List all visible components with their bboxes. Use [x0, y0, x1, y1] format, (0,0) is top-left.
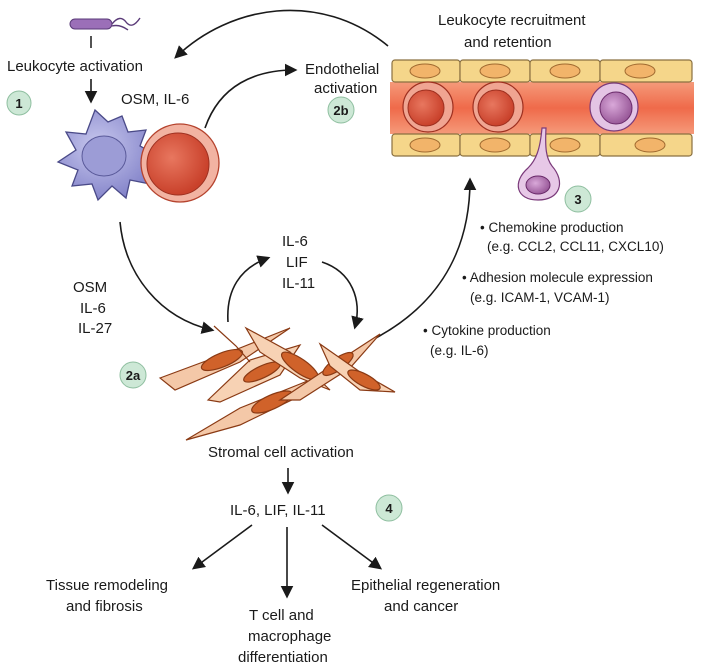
label-loop-il6: IL-6: [282, 233, 308, 250]
outcome-tissue-2: and fibrosis: [66, 598, 143, 615]
svg-text:1: 1: [15, 96, 22, 111]
blood-vessel-icon: [390, 59, 694, 157]
outcome-tcell-1: T cell and: [249, 607, 314, 624]
arrow-to-endothelial: [204, 63, 298, 129]
label-loop-lif: LIF: [286, 254, 308, 271]
bacterium-icon: [69, 17, 141, 48]
outcome-epithelial-2: and cancer: [384, 598, 458, 615]
label-endothelial-1: Endothelial: [305, 61, 379, 78]
label-leukocyte-activation: Leukocyte activation: [7, 58, 143, 75]
stromal-cells-icon: [158, 325, 396, 441]
outcome-epithelial-1: Epithelial regeneration: [351, 577, 500, 594]
effect-adhesion-detail: (e.g. ICAM-1, VCAM-1): [470, 290, 610, 305]
arrow-to-epithelial: [321, 524, 383, 570]
svg-text:3: 3: [574, 192, 581, 207]
outcome-tcell-2: macrophage: [248, 628, 331, 645]
effect-chemokine-detail: (e.g. CCL2, CCL11, CXCL10): [487, 239, 664, 254]
svg-text:2a: 2a: [126, 368, 141, 383]
label-osm-il6: OSM, IL-6: [121, 91, 189, 108]
svg-text:4: 4: [385, 501, 393, 516]
arrow-loop-up: [227, 255, 271, 323]
label-endothelial-2: activation: [314, 80, 377, 97]
outcome-tcell-3: differentiation: [238, 649, 328, 666]
badge-1: 1: [6, 90, 32, 116]
badge-2b: 2b: [327, 96, 355, 124]
badge-3: 3: [564, 185, 592, 213]
label-loop-il11: IL-11: [282, 275, 315, 292]
label-il27: IL-27: [78, 320, 112, 337]
outcome-tissue-1: Tissue remodeling: [46, 577, 168, 594]
effect-chemokine-title: • Chemokine production: [480, 220, 624, 235]
label-stromal-activation: Stromal cell activation: [208, 444, 354, 461]
arrow-leukocyte-to-stromal: [119, 221, 215, 334]
label-bottom-cytokines: IL-6, LIF, IL-11: [230, 502, 326, 519]
effect-adhesion-title: • Adhesion molecule expression: [462, 270, 653, 285]
label-il6-left: IL-6: [80, 300, 106, 317]
arrow-loop-down: [321, 261, 364, 330]
label-recruitment-1: Leukocyte recruitment: [438, 12, 586, 29]
badge-2a: 2a: [119, 361, 147, 389]
effect-cytokine-title: • Cytokine production: [423, 323, 551, 338]
arrow-stromal-to-vessel: [371, 177, 477, 341]
effect-cytokine-detail: (e.g. IL-6): [430, 343, 489, 358]
red-cell-icon: [140, 123, 220, 203]
leukocyte-cell-icon: [56, 108, 160, 202]
svg-text:2b: 2b: [333, 103, 348, 118]
arrow-to-tissue: [191, 524, 253, 570]
badge-4: 4: [375, 494, 403, 522]
transmigrating-cell-icon: [517, 127, 561, 201]
arrow-recruitment-feedback: [174, 9, 389, 59]
label-osm: OSM: [73, 279, 107, 296]
label-recruitment-2: and retention: [464, 34, 552, 51]
